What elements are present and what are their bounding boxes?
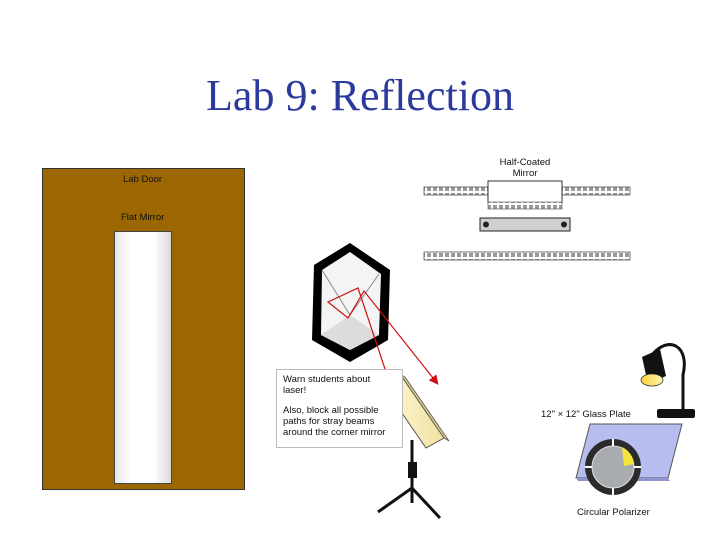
half-coated-mirror — [479, 180, 571, 232]
warning-box: Warn students about laser! Also, block a… — [276, 369, 403, 448]
glass-plate-label: 12" × 12" Glass Plate — [541, 409, 631, 420]
flat-mirror — [114, 231, 172, 484]
warning-text-2: Also, block all possible paths for stray… — [283, 405, 386, 438]
polarizer-icon — [585, 439, 641, 495]
lab-door-label: Lab Door — [123, 174, 163, 185]
tripod-icon — [377, 440, 442, 520]
half-coated-mirror-label-line2: Mirror — [512, 168, 538, 179]
circular-polarizer-label: Circular Polarizer — [577, 507, 650, 518]
corner-mirror-icon — [312, 243, 390, 362]
lamp-icon — [640, 343, 695, 418]
warning-text-1: Warn students about laser! — [283, 374, 371, 396]
slide-title: Lab 9: Reflection — [206, 71, 514, 120]
lower-rail — [423, 251, 631, 261]
half-coated-mirror-label: Half-Coated Mirror — [488, 157, 562, 179]
half-coated-mirror-label-line1: Half-Coated — [499, 157, 551, 168]
flat-mirror-label: Flat Mirror — [121, 212, 165, 223]
laser-beam — [326, 287, 439, 385]
